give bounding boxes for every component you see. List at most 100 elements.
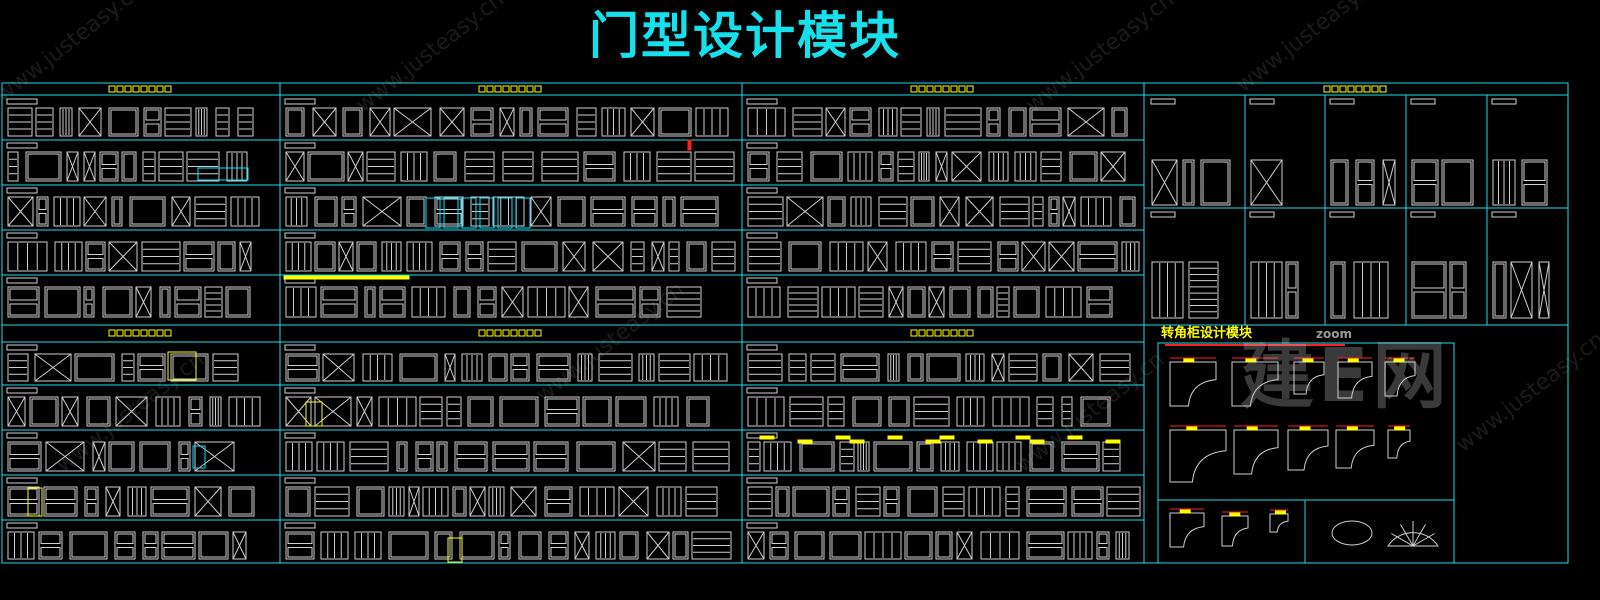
section-header-glyph	[486, 85, 494, 93]
door-hatch	[194, 486, 222, 517]
door-inner-panel	[456, 443, 486, 455]
door-caption-glyph	[284, 232, 316, 239]
section-header-glyph	[1363, 85, 1371, 93]
section-header-glyph	[124, 329, 132, 337]
door-panel	[849, 107, 872, 137]
door-panel	[159, 286, 171, 318]
door-inner-panel	[1413, 184, 1437, 204]
door-panel	[1067, 531, 1093, 560]
door-inner-panel	[366, 288, 374, 316]
section-header-glyph	[502, 85, 510, 93]
section-header-glyph	[934, 85, 942, 93]
door-inner-panel	[641, 288, 659, 301]
door-inner-panel	[918, 443, 932, 470]
door-inner-panel	[436, 533, 451, 558]
door-panel	[129, 196, 166, 227]
door-inner-panel	[110, 443, 133, 470]
door-inner-panel	[1031, 109, 1060, 121]
dimension-tag	[1229, 512, 1241, 517]
door-panel	[25, 151, 62, 182]
door-inner-panel	[479, 303, 495, 316]
door-hatch	[956, 531, 973, 560]
door-caption-glyph	[6, 232, 38, 239]
door-panel	[913, 396, 950, 427]
door-inner-panel	[523, 243, 556, 270]
door-panel	[314, 486, 350, 517]
door-panel	[204, 286, 223, 318]
dimension-tag	[1179, 509, 1191, 514]
door-inner-panel	[1413, 263, 1445, 289]
corner-cabinet-shape	[1387, 429, 1411, 459]
door-panel	[935, 151, 948, 182]
door-panel	[530, 196, 552, 227]
door-panel	[794, 531, 825, 560]
door-panel	[322, 353, 355, 382]
door-hatch	[965, 196, 994, 227]
door-inner-panel	[546, 503, 571, 515]
door-panel	[878, 151, 894, 182]
door-panel	[419, 396, 443, 427]
door-panel	[536, 353, 571, 382]
door-panel	[1492, 159, 1516, 206]
door-inner-panel	[85, 303, 93, 316]
door-hatch	[1250, 159, 1283, 206]
door-inner-panel	[104, 288, 131, 316]
door-panel	[7, 196, 34, 227]
dimension-tag	[925, 439, 941, 444]
door-panel	[285, 241, 312, 272]
door-inner-panel	[546, 488, 571, 500]
door-panel	[477, 286, 497, 318]
door-hatch	[939, 196, 960, 227]
door-panel	[1068, 353, 1094, 382]
door-caption-glyph	[746, 142, 778, 149]
corner-cabinet-shape	[1169, 361, 1217, 407]
door-panel	[29, 396, 59, 427]
door-inner-panel	[436, 198, 462, 210]
section-header-glyph	[950, 85, 958, 93]
door-inner-panel	[110, 109, 137, 135]
door-panel	[502, 151, 534, 182]
door-panel	[74, 353, 115, 382]
door-highlight-yellow	[283, 275, 410, 280]
door-caption-glyph	[1150, 211, 1176, 218]
door-panel	[459, 531, 495, 560]
dimension-tag	[1274, 510, 1286, 515]
door-panel	[1071, 486, 1104, 517]
door-panel	[873, 441, 913, 472]
door-panel	[499, 107, 515, 137]
door-inner-panel	[390, 533, 427, 558]
door-panel	[1538, 261, 1550, 319]
section-header-glyph	[156, 329, 164, 337]
door-inner-panel	[546, 413, 578, 425]
door-panel	[108, 241, 138, 272]
door-panel	[623, 151, 651, 182]
door-hatch	[592, 241, 624, 272]
door-inner-panel	[559, 198, 584, 225]
door-panel	[285, 286, 317, 318]
section-header-glyph	[910, 329, 918, 337]
door-panel	[307, 151, 345, 182]
section-header-glyph	[108, 329, 116, 337]
door-hatch	[7, 396, 26, 427]
door-panel	[341, 196, 357, 227]
door-inner-panel	[535, 458, 567, 470]
door-panel	[895, 241, 927, 272]
door-panel	[939, 196, 960, 227]
door-panel	[747, 151, 770, 182]
door-hatch	[651, 241, 665, 272]
door-panel	[656, 486, 682, 517]
door-inner-panel	[316, 198, 336, 225]
brand-watermark: 建E网	[1240, 333, 1451, 419]
door-hatch	[618, 486, 649, 517]
door-inner-panel	[417, 458, 432, 470]
door-inner-panel	[139, 355, 164, 366]
door-inner-panel	[322, 303, 356, 316]
door-hatch	[501, 286, 524, 318]
door-inner-panel	[200, 533, 227, 558]
door-inner-panel	[1202, 161, 1229, 204]
door-caption-glyph	[746, 277, 778, 284]
door-hatch	[951, 151, 982, 182]
door-inner-panel	[749, 153, 768, 165]
door-panel	[285, 441, 313, 472]
door-panel	[926, 107, 940, 137]
